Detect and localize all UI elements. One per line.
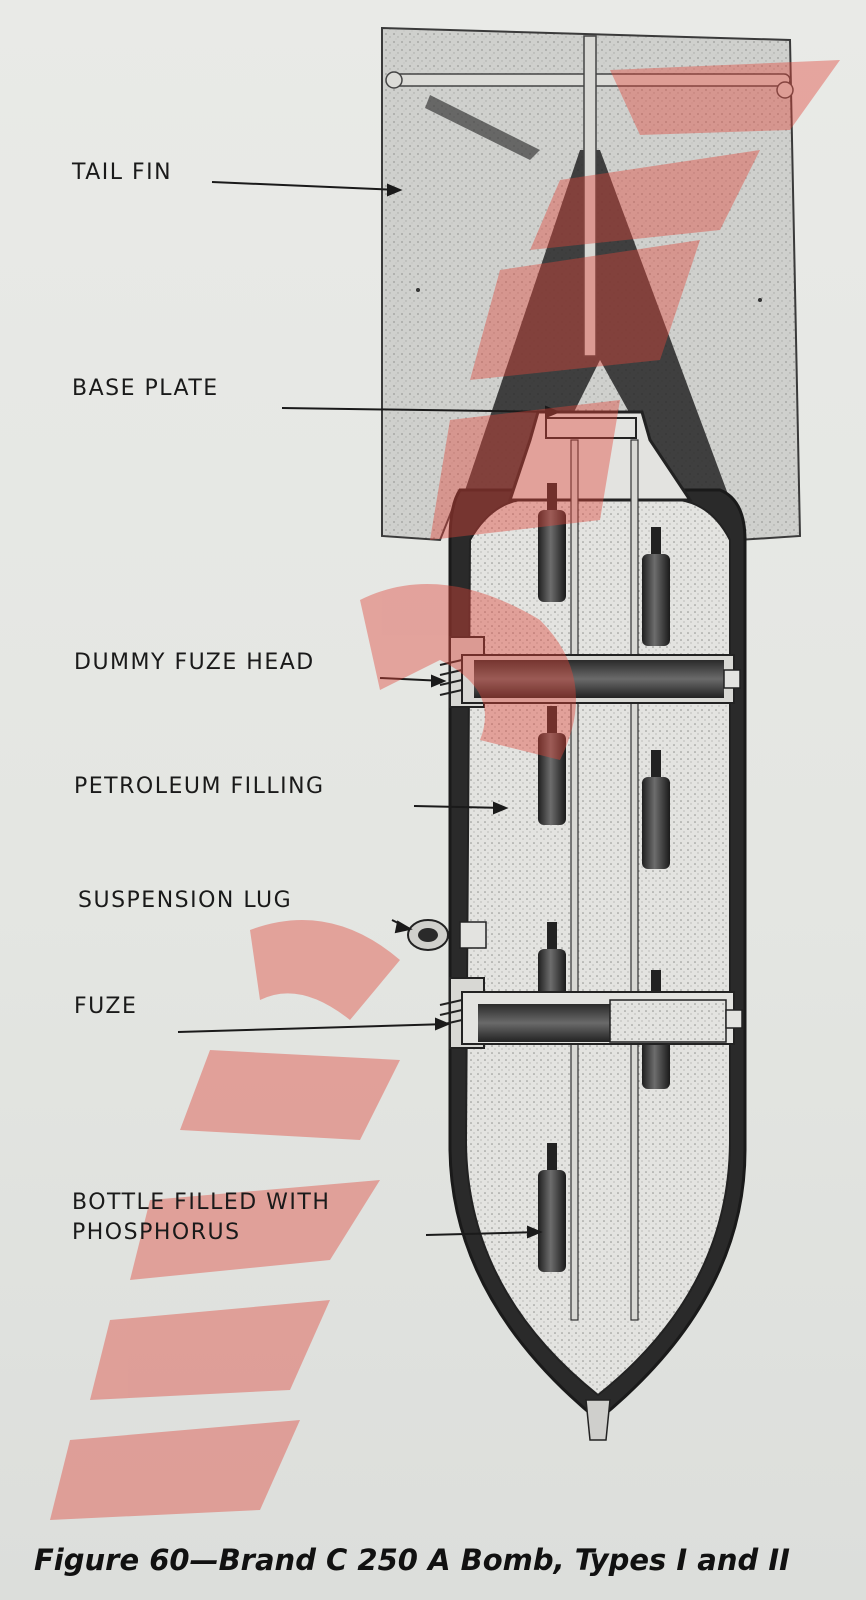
label-suspension-lug: SUSPENSION LUG xyxy=(78,888,293,913)
bomb-body xyxy=(448,410,747,1441)
bottle-4 xyxy=(642,750,670,869)
label-bottle-line-1: BOTTLE FILLED WITH xyxy=(72,1190,331,1215)
label-bottle-line-2: PHOSPHORUS xyxy=(72,1220,241,1245)
label-dummy-fuze-head: DUMMY FUZE HEAD xyxy=(74,650,315,675)
bottle-7 xyxy=(538,1143,566,1272)
figure-caption: Figure 60—Brand C 250 A Bomb, Types I an… xyxy=(34,1543,790,1577)
label-bottle-filled-with-phosphorus: BOTTLE FILLED WITH PHOSPHORUS xyxy=(72,1188,432,1248)
fuze-assembly xyxy=(439,977,743,1049)
bottle-1 xyxy=(538,483,566,602)
suspension-lug xyxy=(407,919,487,951)
label-tail-fin: TAIL FIN xyxy=(72,160,173,185)
tail-fin xyxy=(381,26,802,542)
bottle-3 xyxy=(538,706,566,825)
label-fuze: FUZE xyxy=(74,994,138,1019)
dummy-fuze-head xyxy=(439,636,741,708)
leader-lines xyxy=(177,181,561,1239)
bottle-2 xyxy=(642,527,670,646)
watermark xyxy=(50,60,840,1520)
label-base-plate: BASE PLATE xyxy=(72,376,219,401)
label-petroleum-filling: PETROLEUM FILLING xyxy=(74,774,325,799)
